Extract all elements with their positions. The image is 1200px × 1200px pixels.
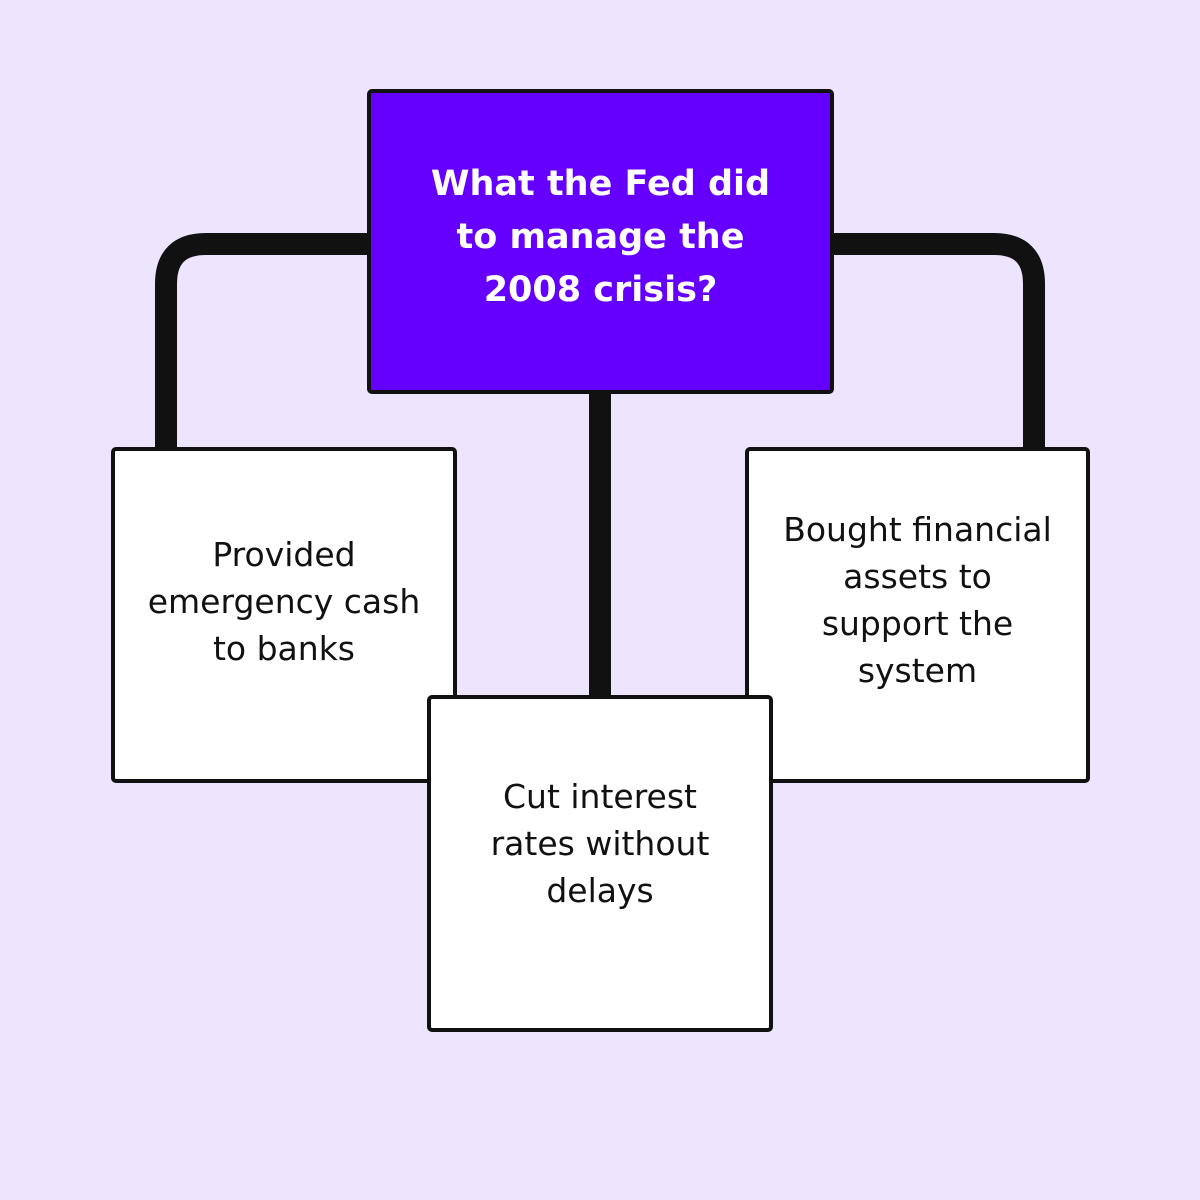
root-question-text: What the Fed did to manage the 2008 cris… <box>430 164 771 310</box>
connector-root-to-left <box>155 233 367 452</box>
child-box-cut-rates: Cut interest rates without delays <box>427 695 773 1032</box>
child-box-emergency-cash: Provided emergency cash to banks <box>111 447 457 783</box>
child-box-bought-assets: Bought financial assets to support the s… <box>745 447 1090 783</box>
child-text-emergency-cash: Provided emergency cash to banks <box>147 534 421 668</box>
child-text-cut-rates: Cut interest rates without delays <box>490 777 710 910</box>
root-question-box: What the Fed did to manage the 2008 cris… <box>367 89 834 394</box>
child-text-bought-assets: Bought financial assets to support the s… <box>783 510 1052 690</box>
connector-root-to-right <box>832 233 1045 452</box>
